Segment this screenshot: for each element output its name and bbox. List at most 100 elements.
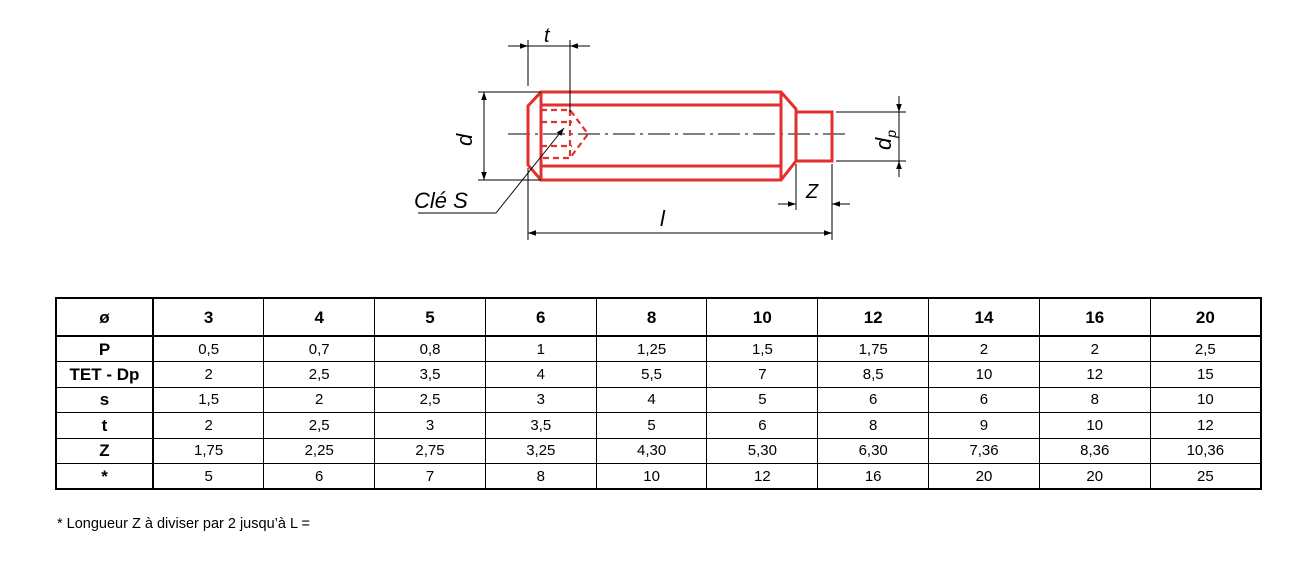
table-cell: 10 <box>1149 386 1262 414</box>
table-cell: 8,36 <box>1038 437 1151 464</box>
table-cell: 2 <box>1038 335 1151 363</box>
header-cell: 3 <box>152 297 265 337</box>
dimension-t <box>508 40 590 112</box>
table-cell: 7 <box>374 462 486 490</box>
table-cell: 1,5 <box>152 386 265 414</box>
table-cell: 4 <box>484 361 597 388</box>
table-cell: 6,30 <box>817 437 930 464</box>
table-cell: 6 <box>817 386 930 414</box>
table-cell: 2,5 <box>1149 335 1262 363</box>
header-cell: 5 <box>374 297 486 337</box>
header-cell: 6 <box>484 297 597 337</box>
dimension-dp <box>836 96 906 177</box>
table-cell: 7 <box>706 361 819 388</box>
table-cell: 8 <box>817 412 930 439</box>
table-cell: 3,25 <box>484 437 597 464</box>
key-leader <box>418 127 565 214</box>
header-row: ø 3 4 5 6 8 10 12 14 16 20 <box>55 297 1262 337</box>
table-cell: 12 <box>1149 412 1262 439</box>
table-cell: 20 <box>1038 462 1151 490</box>
table-cell: 1,75 <box>817 335 930 363</box>
row-label: P <box>55 335 154 363</box>
table-cell: 2,5 <box>374 386 486 414</box>
table-cell: 5,5 <box>595 361 708 388</box>
table-cell: 0,8 <box>374 335 486 363</box>
screw-body <box>526 90 834 182</box>
header-cell-diameter: ø <box>55 297 154 337</box>
table-cell: 5,30 <box>706 437 819 464</box>
table-cell: 6 <box>263 462 376 490</box>
row-label: t <box>55 412 154 439</box>
table-cell: 2,25 <box>263 437 376 464</box>
table-cell: 2 <box>152 412 265 439</box>
table-cell: 4 <box>595 386 708 414</box>
table-cell: 12 <box>706 462 819 490</box>
header-cell: 8 <box>595 297 708 337</box>
table-cell: 10,36 <box>1149 437 1262 464</box>
table-cell: 1,25 <box>595 335 708 363</box>
header-cell: 12 <box>817 297 930 337</box>
table-cell: 16 <box>817 462 930 490</box>
table-cell: 2,75 <box>374 437 486 464</box>
table-cell: 2 <box>263 386 376 414</box>
row-label: TET - Dp <box>55 361 154 388</box>
table-cell: 3 <box>374 412 486 439</box>
table-cell: 0,5 <box>152 335 265 363</box>
table-cell: 10 <box>1038 412 1151 439</box>
table-cell: 3,5 <box>484 412 597 439</box>
table-cell: 3 <box>484 386 597 414</box>
table-cell: 6 <box>928 386 1040 414</box>
table-cell: 2,5 <box>263 361 376 388</box>
label-dp: dp <box>871 130 899 150</box>
table-cell: 8 <box>1038 386 1151 414</box>
table-cell: 20 <box>928 462 1040 490</box>
table-cell: 1 <box>484 335 597 363</box>
table-cell: 6 <box>706 412 819 439</box>
header-cell: 20 <box>1149 297 1262 337</box>
table-cell: 10 <box>595 462 708 490</box>
dimension-l <box>527 164 833 240</box>
table-cell: 1,5 <box>706 335 819 363</box>
table-cell: 9 <box>928 412 1040 439</box>
label-t: t <box>544 25 551 47</box>
header-cell: 10 <box>706 297 819 337</box>
set-screw-drawing: t d dp Z l Clé S <box>414 25 906 240</box>
header-cell: 14 <box>928 297 1040 337</box>
row-label: s <box>55 386 154 414</box>
label-l: l <box>660 206 666 231</box>
table-cell: 10 <box>928 361 1040 388</box>
label-z: Z <box>805 181 819 203</box>
table-cell: 7,36 <box>928 437 1040 464</box>
row-label: Z <box>55 437 154 464</box>
row-label: * <box>55 462 154 490</box>
table-cell: 3,5 <box>374 361 486 388</box>
table-cell: 8,5 <box>817 361 930 388</box>
dimension-d <box>478 91 541 181</box>
label-d: d <box>452 133 477 146</box>
table-cell: 2 <box>152 361 265 388</box>
table-cell: 4,30 <box>595 437 708 464</box>
table-cell: 1,75 <box>152 437 265 464</box>
table-cell: 2 <box>928 335 1040 363</box>
footnote: * Longueur Z à diviser par 2 jusqu’à L = <box>57 516 310 532</box>
table-cell: 15 <box>1149 361 1262 388</box>
table-cell: 5 <box>152 462 265 490</box>
table-cell: 12 <box>1038 361 1151 388</box>
table-cell: 8 <box>484 462 597 490</box>
header-cell: 16 <box>1038 297 1151 337</box>
table-cell: 5 <box>595 412 708 439</box>
hex-socket <box>541 108 590 160</box>
table-cell: 0,7 <box>263 335 376 363</box>
table-cell: 5 <box>706 386 819 414</box>
table-cell: 2,5 <box>263 412 376 439</box>
label-key: Clé S <box>414 188 468 213</box>
table-cell: 25 <box>1149 462 1262 490</box>
header-cell: 4 <box>263 297 376 337</box>
